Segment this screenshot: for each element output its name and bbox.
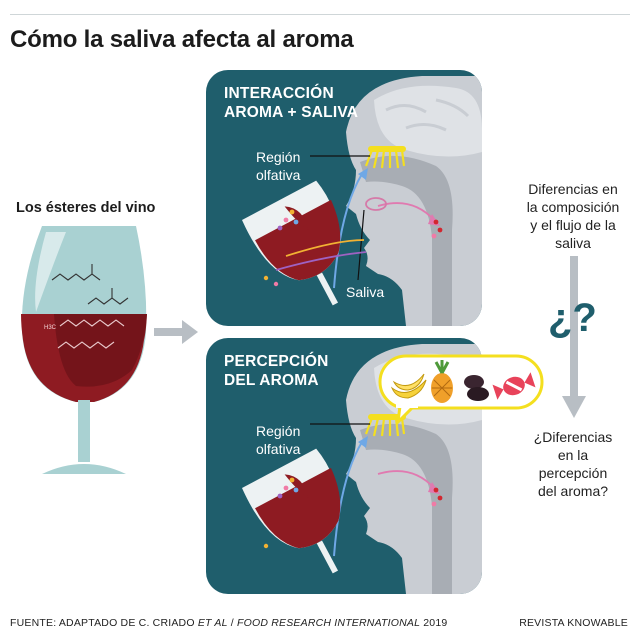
pineapple-icon	[431, 360, 453, 403]
banana-icon	[390, 373, 427, 399]
wine-glass-icon: H3C	[21, 226, 147, 474]
publisher-credit: REVISTA KNOWABLE	[519, 617, 628, 629]
top-rule	[10, 14, 630, 15]
molecule-label: H3C	[44, 325, 57, 331]
panel-aroma-saliva: INTERACCIÓN AROMA + SALIVA Región olfati…	[206, 70, 482, 326]
page-title: Cómo la saliva afecta al aroma	[10, 26, 354, 53]
perception-differences-text: ¿Diferencias en la percepción del aroma?	[533, 429, 613, 499]
head-profile-icon	[242, 76, 482, 326]
saliva-differences-text: Diferencias en la composición y el flujo…	[526, 181, 620, 251]
panel-title-top: INTERACCIÓN AROMA + SALIVA	[224, 85, 359, 121]
arrow-down-icon	[562, 256, 586, 418]
source-credit: FUENTE: ADAPTADO DE C. CRIADO ET AL / FO…	[10, 617, 448, 629]
olfactory-region-label: Región olfativa	[256, 149, 301, 183]
wine-label: Los ésteres del vino	[16, 200, 156, 216]
saliva-label: Saliva	[346, 284, 385, 300]
prune-icon	[464, 375, 489, 401]
candy-icon	[492, 372, 536, 400]
arrow-right-icon	[154, 320, 198, 344]
olfactory-region-label-2: Región olfativa	[256, 423, 301, 457]
panel-title-bottom: PERCEPCIÓN DEL AROMA	[224, 353, 329, 389]
aroma-bubble	[378, 354, 544, 426]
question-mark: ¿?	[548, 296, 597, 340]
